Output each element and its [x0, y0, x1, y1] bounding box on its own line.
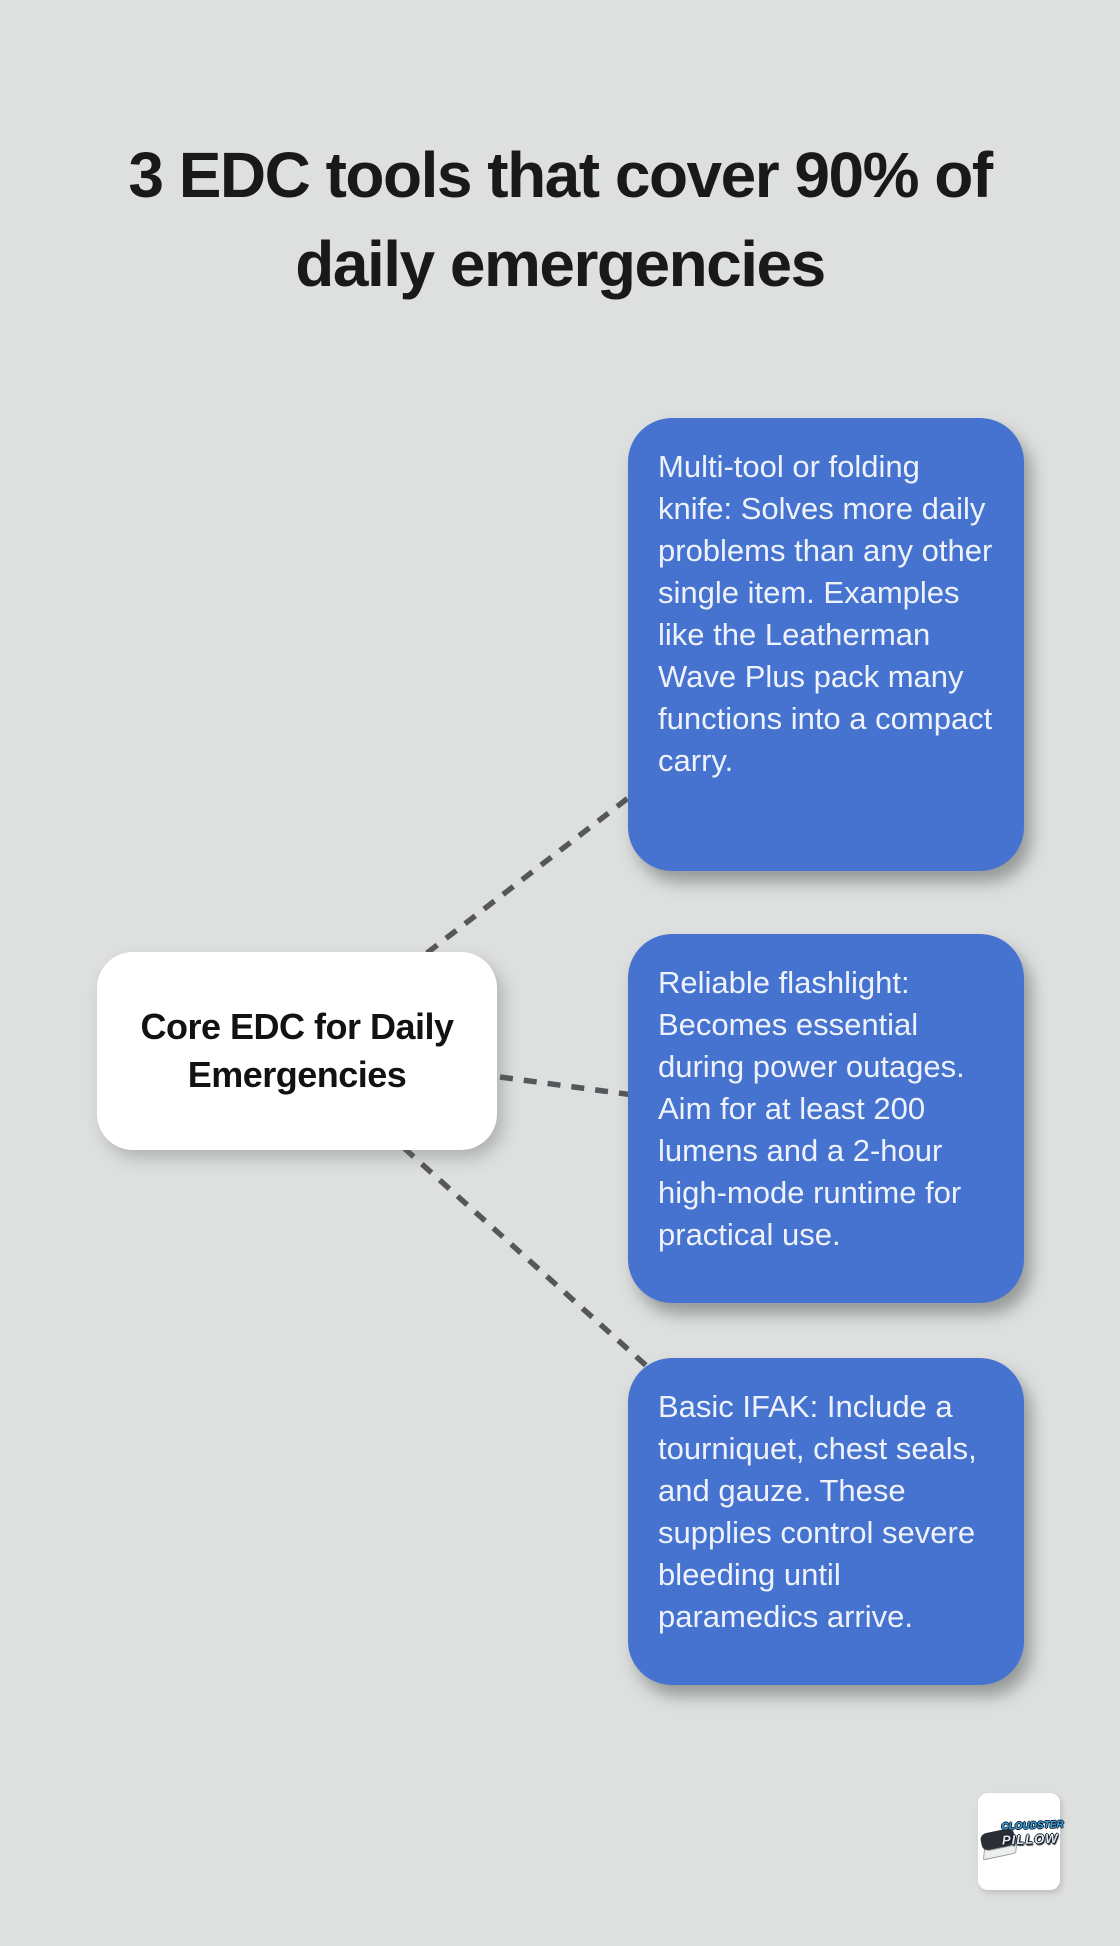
page-title-line-2: daily emergencies: [295, 227, 826, 300]
card-ifak-text: Basic IFAK: Include a tourniquet, chest …: [658, 1389, 977, 1634]
card-flashlight-text: Reliable flashlight: Becomes essential d…: [658, 965, 965, 1252]
connector-to-multitool-card: [425, 782, 647, 956]
card-ifak: Basic IFAK: Include a tourniquet, chest …: [628, 1358, 1024, 1685]
card-multitool: Multi-tool or folding knife: Solves more…: [628, 418, 1024, 871]
page-title-line-1: 3 EDC tools that cover 90% of: [128, 138, 993, 211]
node-core-edc-line-1: Core EDC for Daily: [140, 1006, 454, 1047]
node-core-edc-line-2: Emergencies: [187, 1054, 407, 1095]
brand-logo-text: CLOUDSTER PILLOW: [1001, 1819, 1064, 1848]
card-flashlight: Reliable flashlight: Becomes essential d…: [628, 934, 1024, 1303]
node-core-edc: Core EDC for Daily Emergencies: [97, 952, 497, 1150]
connector-to-flashlight-card: [499, 1074, 649, 1100]
brand-name-line-2: PILLOW: [1001, 1830, 1059, 1848]
brand-logo-art: CLOUDSTER PILLOW: [979, 1818, 1064, 1865]
card-multitool-text: Multi-tool or folding knife: Solves more…: [658, 449, 993, 778]
page-title: 3 EDC tools that cover 90% of daily emer…: [0, 131, 1120, 309]
connector-to-ifak-card: [402, 1145, 662, 1381]
brand-logo: CLOUDSTER PILLOW: [978, 1793, 1064, 1890]
